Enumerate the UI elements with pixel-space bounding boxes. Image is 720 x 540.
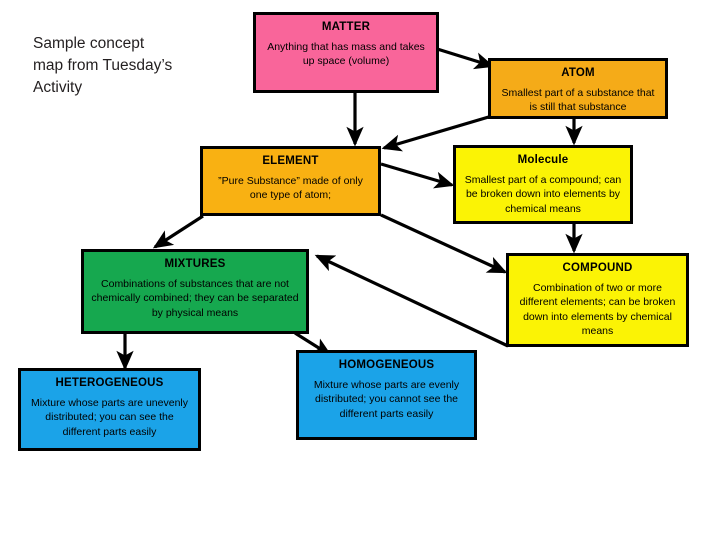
node-element-title: ELEMENT (262, 155, 319, 167)
page-caption: Sample concept map from Tuesday’s Activi… (33, 35, 173, 96)
node-mixtures-title: MIXTURES (164, 258, 226, 270)
node-atom[interactable]: ATOM Smallest part of a substance that i… (488, 58, 668, 119)
node-matter-body: Anything that has mass and takes up spac… (267, 41, 425, 68)
node-compound-body: Combination of two or more different ele… (519, 282, 676, 337)
node-mixtures[interactable]: MIXTURES Combinations of substances that… (81, 249, 309, 334)
node-compound-title: COMPOUND (562, 262, 633, 274)
node-element[interactable]: ELEMENT ”Pure Substance” made of only on… (200, 146, 381, 216)
node-homogeneous-body: Mixture whose parts are evenly distribut… (313, 379, 460, 420)
node-molecule-title: Molecule (517, 154, 569, 166)
node-molecule-body: Smallest part of a compound; can be brok… (464, 174, 622, 215)
node-heterogeneous[interactable]: HETEROGENEOUS Mixture whose parts are un… (18, 368, 201, 451)
node-compound[interactable]: COMPOUND Combination of two or more diff… (506, 253, 689, 347)
node-homogeneous[interactable]: HOMOGENEOUS Mixture whose parts are even… (296, 350, 477, 440)
node-matter[interactable]: MATTER Anything that has mass and takes … (253, 12, 439, 93)
node-heterogeneous-body: Mixture whose parts are unevenly distrib… (31, 397, 188, 438)
edge-element-to-molecule (380, 162, 455, 189)
node-heterogeneous-title: HETEROGENEOUS (55, 377, 164, 389)
edge-atom-to-element (381, 114, 493, 152)
node-element-body: ”Pure Substance” made of only one type o… (218, 175, 363, 202)
edge-matter-to-atom (433, 46, 495, 70)
edge-element-to-mixtures (152, 214, 204, 249)
node-mixtures-body: Combinations of substances that are not … (91, 278, 299, 319)
node-molecule[interactable]: Molecule Smallest part of a compound; ca… (453, 145, 633, 224)
node-atom-body: Smallest part of a substance that is sti… (501, 87, 655, 114)
node-homogeneous-title: HOMOGENEOUS (338, 359, 435, 371)
node-atom-title: ATOM (561, 67, 595, 79)
node-matter-title: MATTER (321, 21, 371, 33)
edge-compound-to-mixtures (314, 254, 509, 348)
